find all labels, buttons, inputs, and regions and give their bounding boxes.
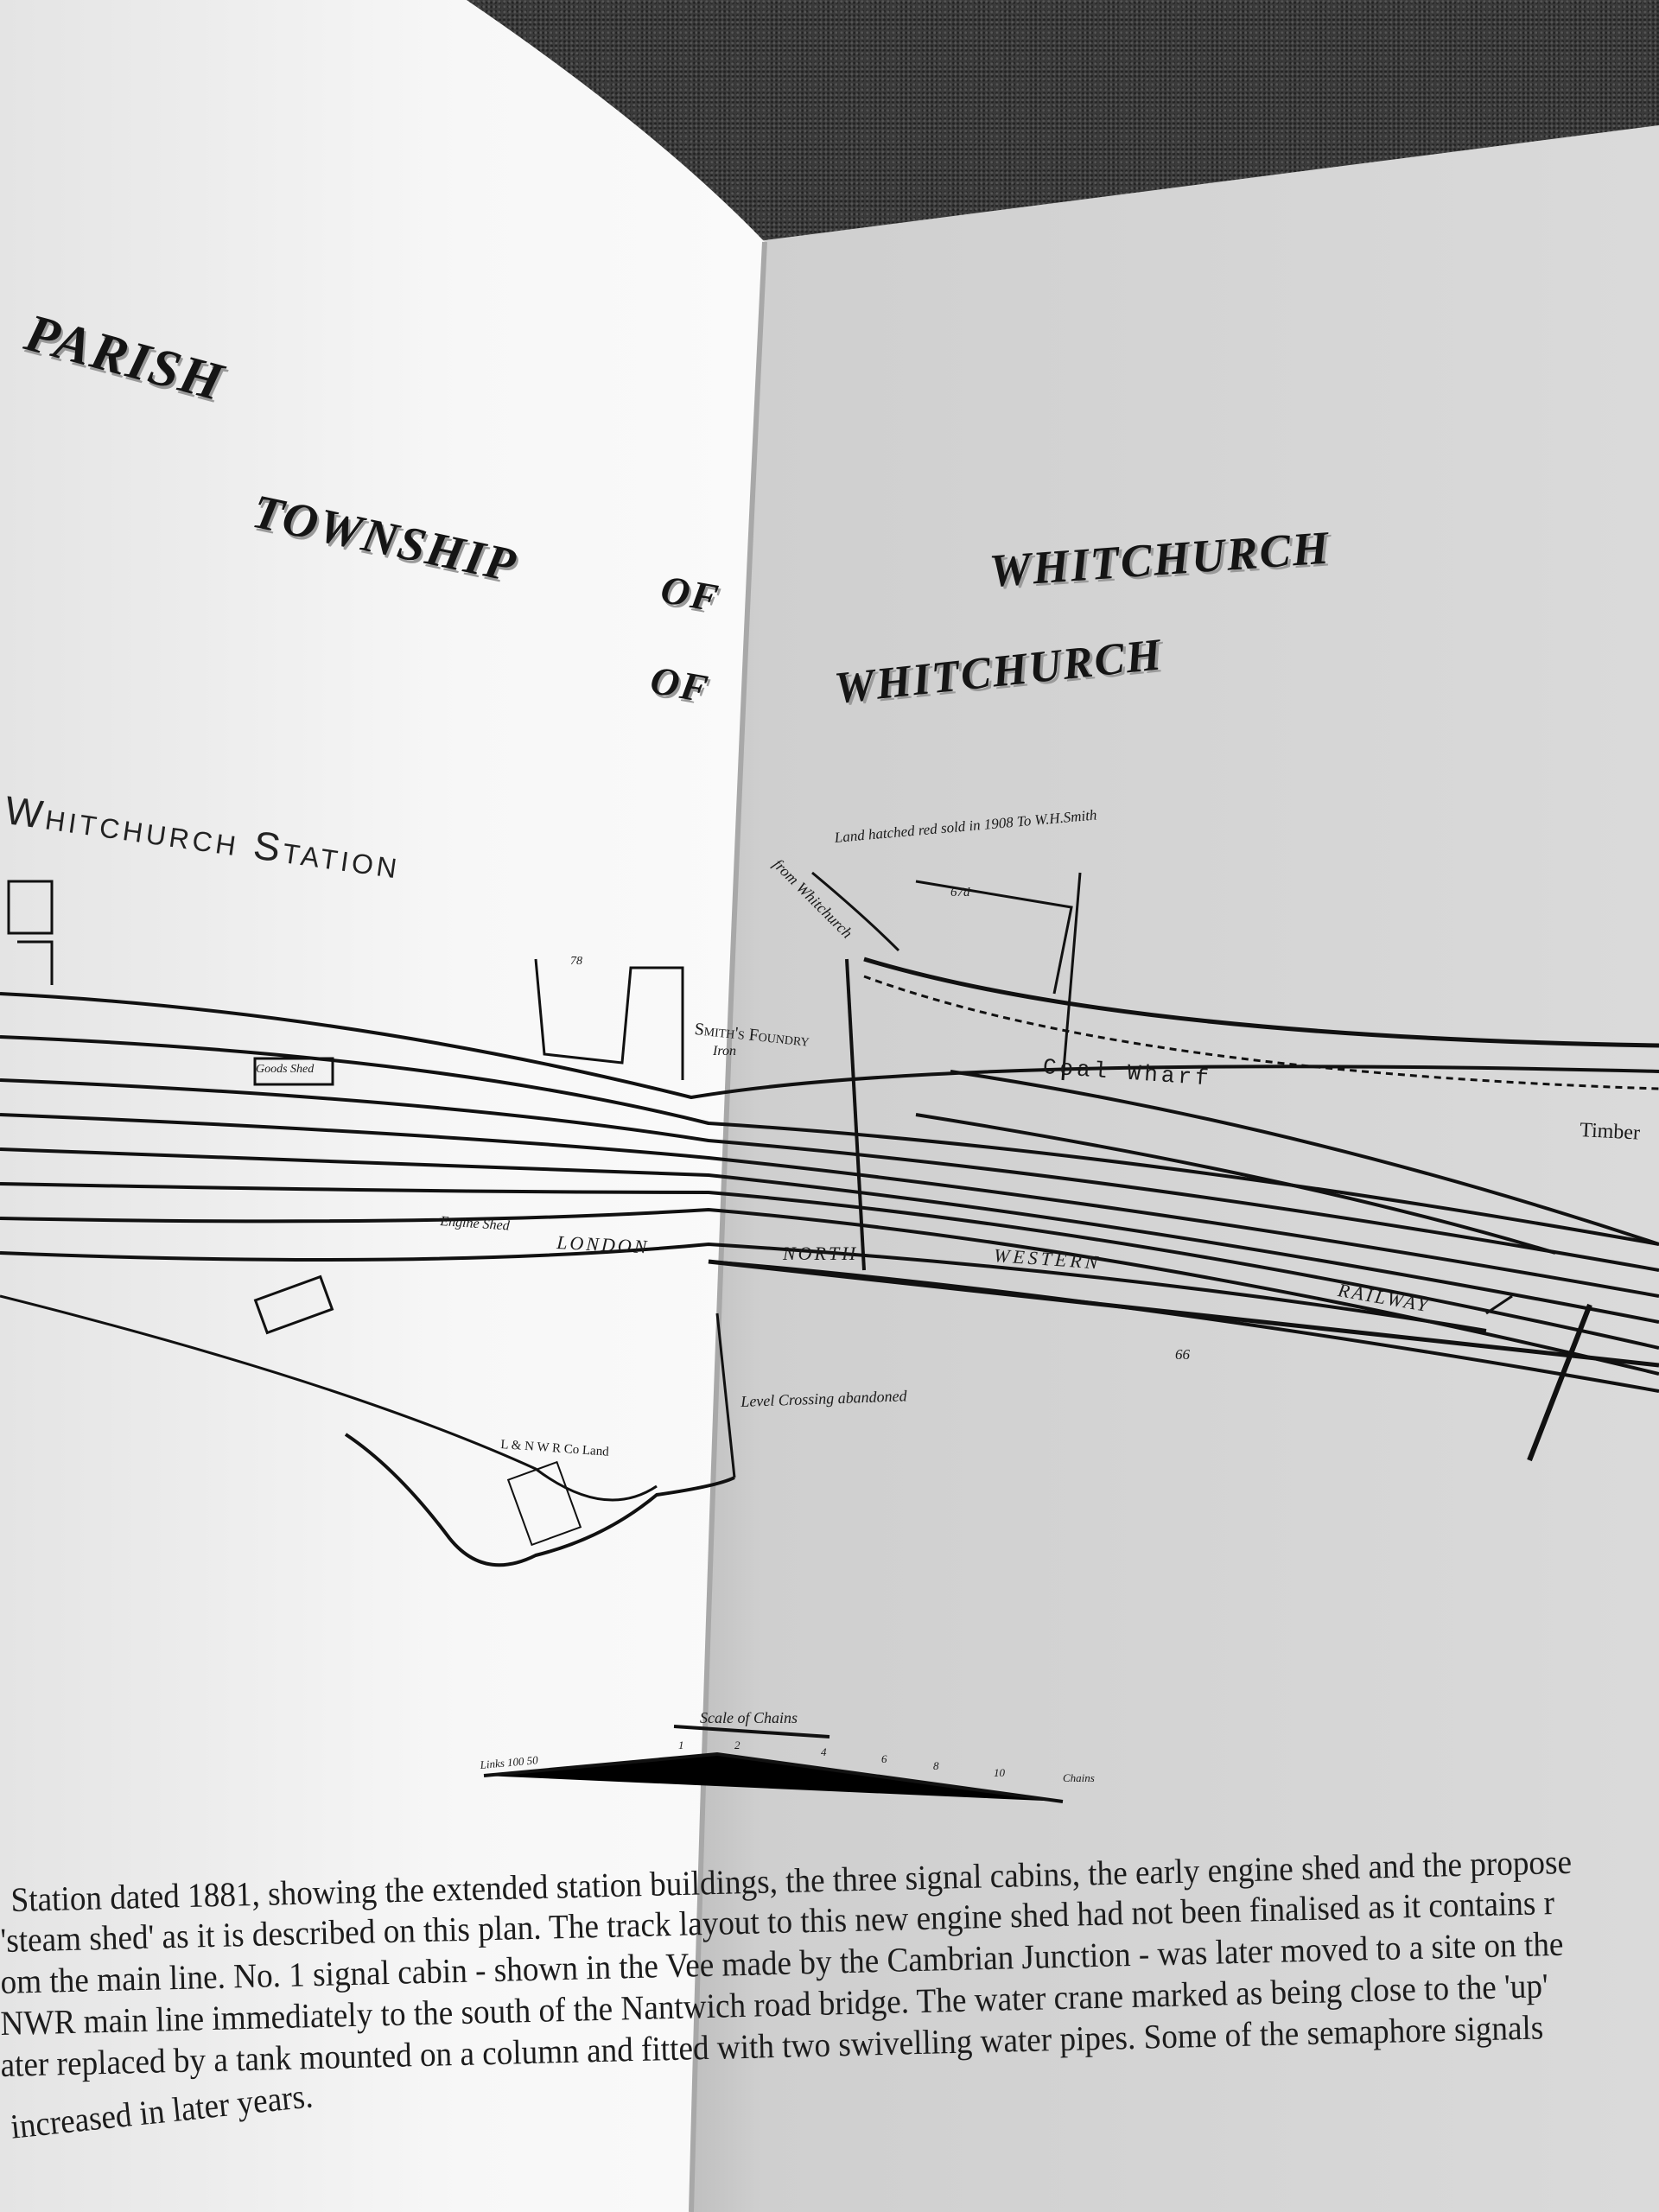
map-label-timber: Timber: [1579, 1119, 1641, 1145]
map-label-london: London: [556, 1231, 651, 1258]
map-label-north: North: [783, 1243, 859, 1264]
scale-tick: 1: [678, 1738, 684, 1751]
scale-tick: 6: [881, 1752, 887, 1765]
scale-tick: 4: [821, 1745, 827, 1758]
scale-tick: 2: [734, 1738, 741, 1751]
left-page: [0, 0, 765, 2212]
book-fold: [689, 241, 767, 2212]
scale-bar: [483, 1725, 1064, 1803]
scale-tick: 8: [933, 1759, 939, 1772]
railway-map: [0, 871, 1659, 1567]
scale-tick: 10: [994, 1766, 1005, 1779]
map-label-goods-shed: Goods Shed: [256, 1063, 315, 1076]
title-of-2: OF: [646, 657, 713, 712]
map-field-66: 66: [1175, 1346, 1190, 1363]
scale-title: Scale of Chains: [700, 1709, 798, 1726]
scale-unit: Chains: [1063, 1771, 1095, 1784]
map-field-78: 78: [570, 955, 582, 968]
map-label-foundry-sub: Iron: [713, 1044, 736, 1058]
map-field-67: 67d: [950, 886, 970, 899]
title-of-1: OF: [657, 566, 723, 621]
